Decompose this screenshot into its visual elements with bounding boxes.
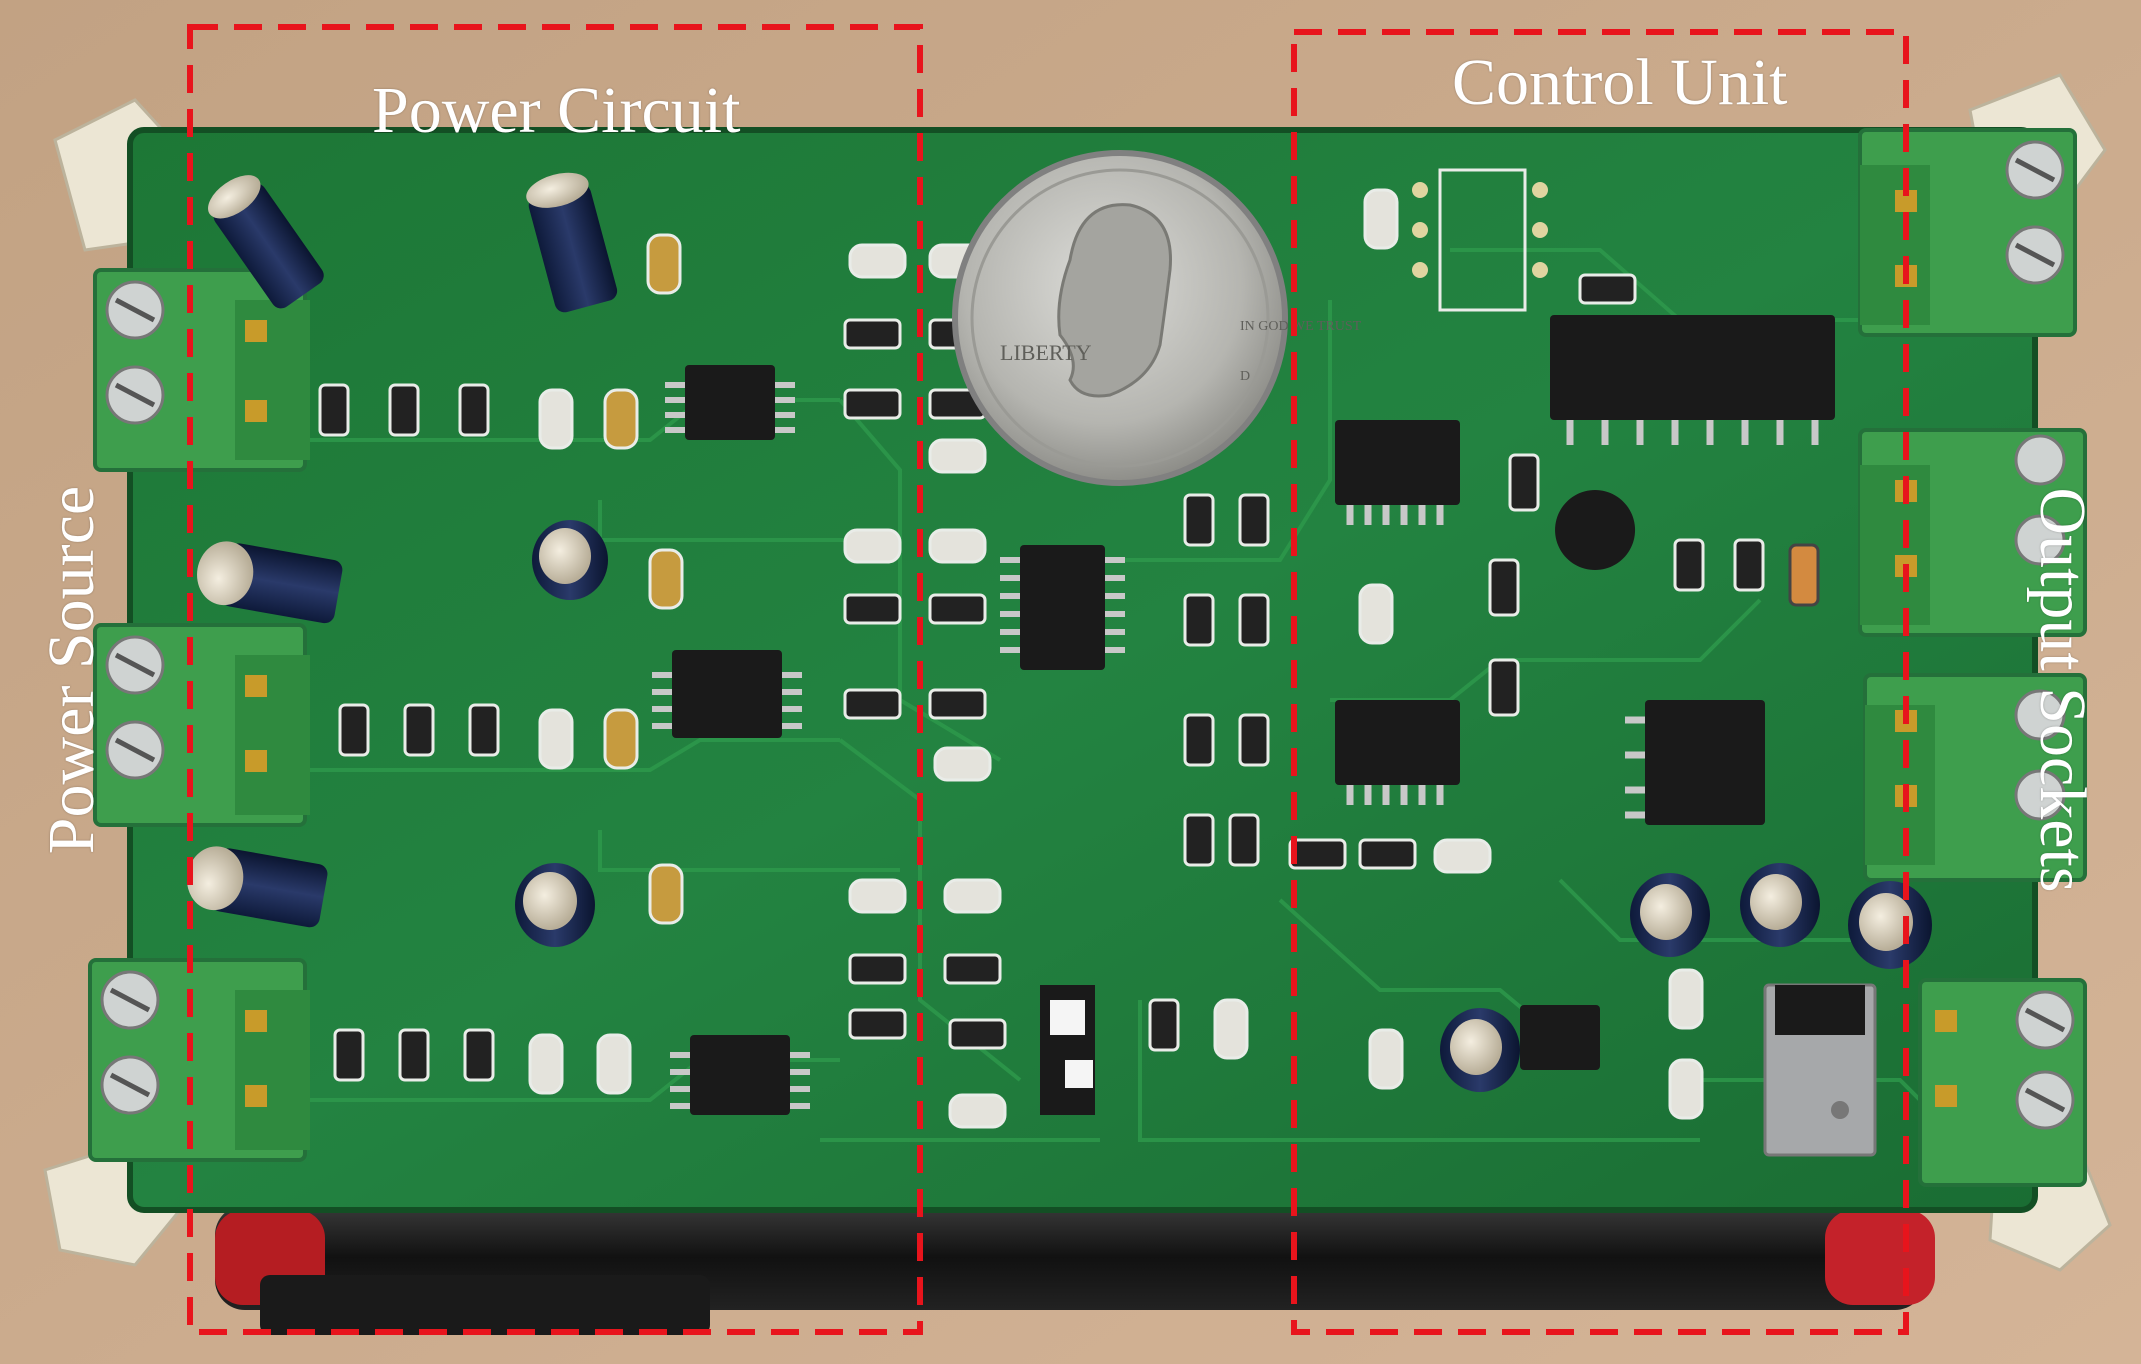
- control-unit-box: [1291, 29, 1909, 1335]
- coin-text-trust: IN GOD WE TRUST: [1240, 319, 1362, 334]
- annotation-boxes: [187, 24, 1909, 1335]
- coin-text-liberty: LIBERTY: [1000, 340, 1092, 365]
- terminal-blocks-right: [1858, 128, 2087, 1187]
- electrolytic-capacitors: [187, 172, 1932, 1092]
- power-circuit-box: [187, 24, 923, 1335]
- control-unit-label: Control Unit: [1452, 46, 1788, 119]
- quarter-coin: LIBERTY IN GOD WE TRUST D: [952, 150, 1362, 486]
- smd-components: [318, 188, 1765, 1129]
- power-source-label: Power Source: [35, 485, 108, 855]
- coin-text-mint: D: [1240, 369, 1250, 384]
- power-circuit-label: Power Circuit: [372, 74, 741, 147]
- marker-pen: [215, 1205, 1935, 1335]
- terminal-blocks-left: [88, 268, 310, 1162]
- output-sockets-label: Output Sockets: [2026, 487, 2099, 893]
- integrated-circuits: [652, 168, 1835, 1115]
- regulator-and-transistor: [1040, 490, 1877, 1157]
